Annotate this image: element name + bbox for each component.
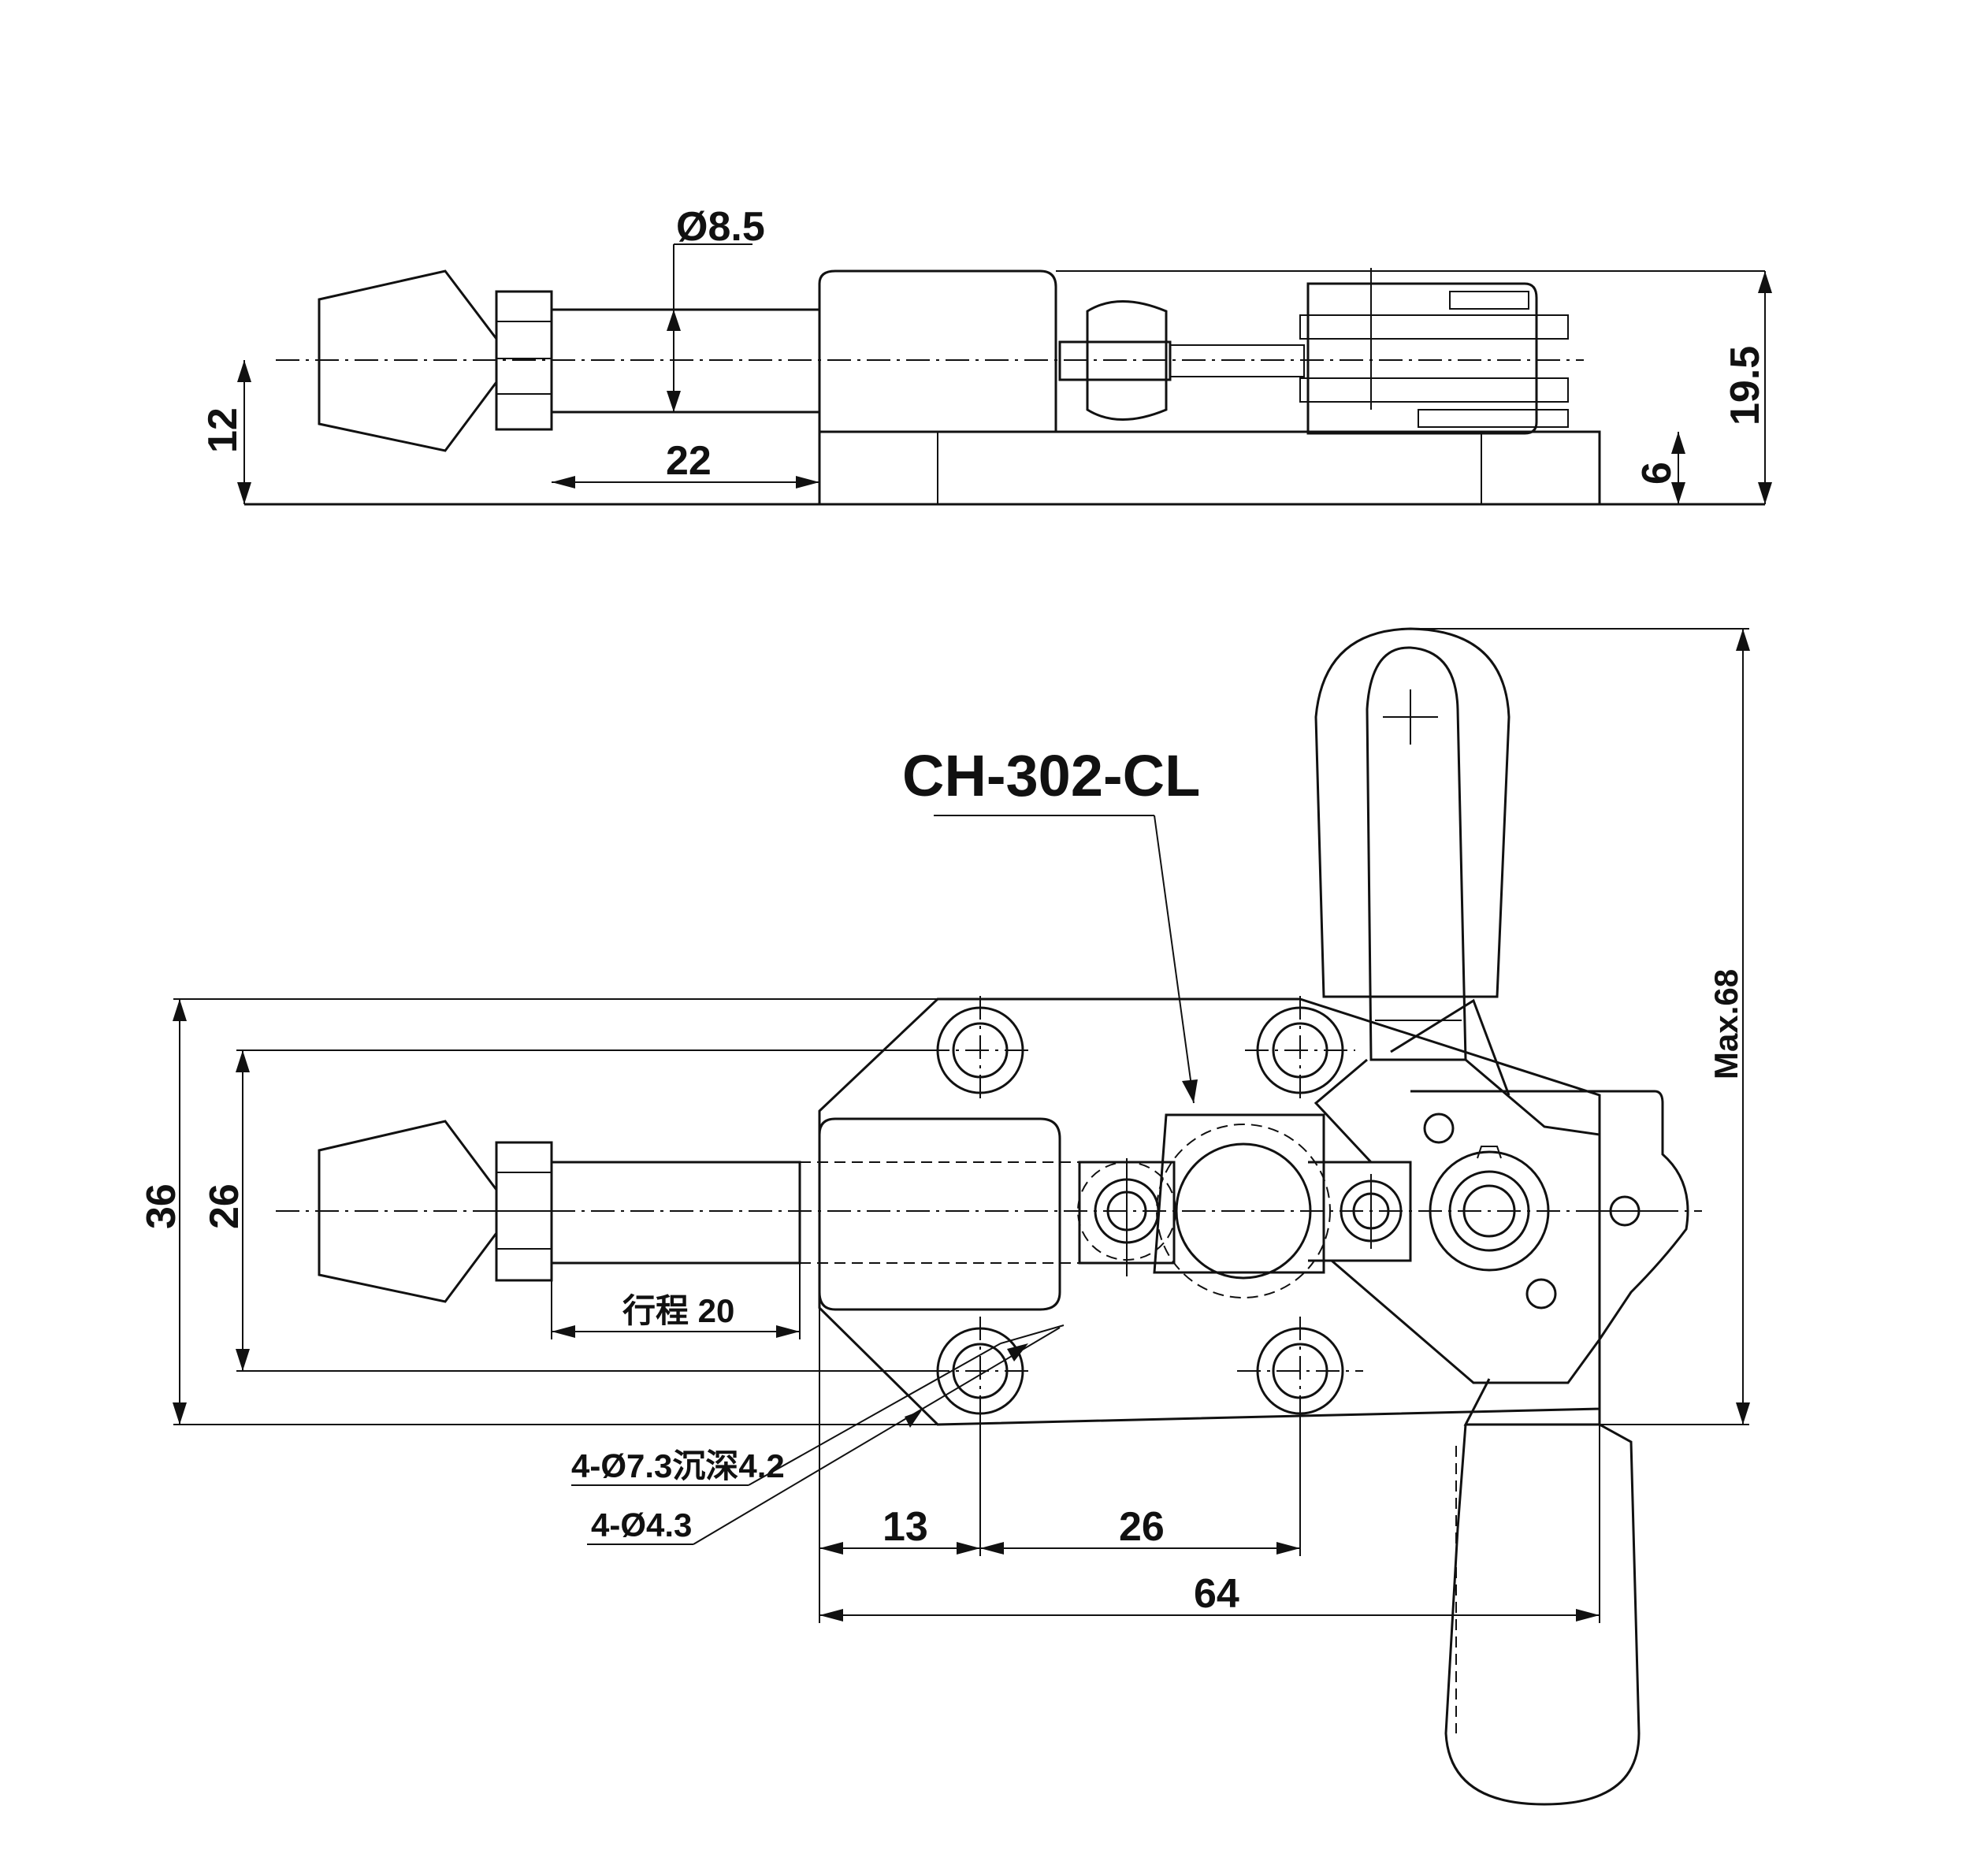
- dim-rod-length: 22: [666, 438, 712, 484]
- top-view: Ø8.5 12 22 19.5 6: [200, 204, 1772, 506]
- dim-hole-pitch-vertical: 26: [202, 1183, 247, 1229]
- dim-base-length: 64: [1194, 1571, 1239, 1617]
- dim-max-height: Max.68: [1707, 969, 1745, 1079]
- hex-nut: [495, 290, 553, 431]
- dim-height: 12: [200, 407, 246, 453]
- dim-base-height: 6: [1634, 462, 1680, 485]
- lower-handle: [1463, 1378, 1601, 1426]
- dim-stroke: 行程 20: [622, 1292, 734, 1329]
- part-number: CH-302-CL: [902, 743, 1200, 808]
- guide-block: [818, 1117, 1061, 1311]
- mounting-hole: [1245, 996, 1355, 1105]
- mounting-hole: [926, 1317, 1035, 1425]
- dim-edge-to-hole: 13: [883, 1504, 928, 1550]
- pivot-housing: [1306, 282, 1538, 435]
- pivot-frame: [1410, 1090, 1689, 1371]
- handle-lever: [1366, 646, 1467, 1061]
- hole-note-through: 4-Ø4.3: [591, 1506, 692, 1544]
- dim-hole-pitch-horizontal: 26: [1119, 1504, 1165, 1550]
- hole-note-counterbore: 4-Ø7.3沉深4.2: [571, 1447, 785, 1484]
- handle-grip: [1314, 627, 1511, 998]
- dim-total-height: 19.5: [1722, 346, 1768, 425]
- plunger-rod: [550, 1161, 801, 1265]
- mounting-hole: [1237, 1317, 1363, 1425]
- front-view: CH-302-CL 36 26 行程 20 Max.68: [139, 627, 1750, 1806]
- dim-diameter: Ø8.5: [676, 204, 765, 250]
- base-plate: [818, 430, 1601, 506]
- body-block: [818, 269, 1057, 433]
- dim-outer-height: 36: [139, 1183, 184, 1229]
- mounting-hole: [926, 996, 1035, 1105]
